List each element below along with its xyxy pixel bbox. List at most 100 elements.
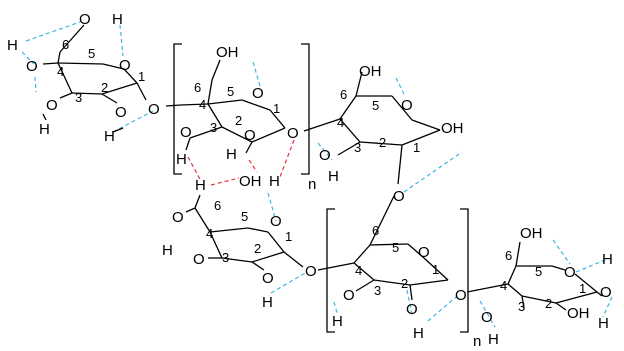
h-bond bbox=[317, 142, 333, 161]
carbon-position-4: 4 bbox=[337, 115, 344, 130]
intermolecular-hydrogen-bonds bbox=[187, 139, 295, 186]
atom-hydrogen: H bbox=[413, 325, 424, 342]
h-bond bbox=[112, 110, 154, 133]
carbon-position-4: 4 bbox=[355, 263, 362, 278]
ring-2-atoms: OH 6 5 O 4 1 3 2 O H O H O bbox=[176, 44, 299, 168]
h-bond bbox=[267, 192, 277, 222]
atom-oxygen: O bbox=[406, 301, 418, 318]
atom-oxygen: O bbox=[193, 251, 205, 268]
h-bond bbox=[333, 301, 338, 314]
atom-hydrogen: H bbox=[598, 315, 609, 332]
atom-oxygen: O bbox=[26, 58, 38, 75]
h-bond bbox=[602, 296, 613, 318]
atom-oxygen: O bbox=[46, 97, 58, 114]
ring-4-atoms: O 6 5 O 4 1 H O 3 2 O H O bbox=[162, 198, 317, 311]
atom-oxygen: O bbox=[119, 57, 131, 74]
ring-5-bonds bbox=[317, 195, 449, 301]
hydroxyl-group: OH bbox=[239, 173, 262, 190]
bridging-atoms: H OH H bbox=[195, 173, 280, 194]
atom-oxygen-glycosidic: O bbox=[148, 101, 160, 118]
carbon-position-6: 6 bbox=[214, 198, 221, 213]
carbon-position-6: 6 bbox=[62, 37, 69, 52]
atom-oxygen: O bbox=[564, 264, 576, 281]
repeat-count-bottom: n bbox=[473, 333, 481, 346]
hydroxyl-group: OH bbox=[216, 44, 239, 61]
carbon-position-4: 4 bbox=[500, 278, 507, 293]
atom-hydrogen: H bbox=[602, 251, 613, 268]
repeat-count-top: n bbox=[308, 176, 316, 193]
carbon-position-6: 6 bbox=[340, 87, 347, 102]
hydroxyl-group: OH bbox=[441, 120, 464, 137]
atom-oxygen: O bbox=[481, 309, 493, 326]
atom-hydrogen: H bbox=[104, 128, 115, 145]
carbon-position-2: 2 bbox=[254, 241, 261, 256]
carbon-position-4: 4 bbox=[206, 226, 213, 241]
atom-oxygen-glycosidic: O bbox=[305, 263, 317, 280]
atom-hydrogen: H bbox=[39, 121, 50, 138]
intramolecular-hydrogen-bonds bbox=[21, 21, 613, 328]
atom-oxygen: O bbox=[319, 147, 331, 164]
h-bond bbox=[34, 76, 37, 93]
h-bond bbox=[248, 159, 258, 173]
atom-oxygen: O bbox=[418, 244, 430, 261]
atom-oxygen-glycosidic: O bbox=[455, 287, 467, 304]
carbon-position-5: 5 bbox=[227, 84, 234, 99]
ring-6-atoms: OH 6 5 O H 4 1 O 3 2 O H OH H bbox=[481, 225, 613, 348]
carbon-position-3: 3 bbox=[374, 283, 381, 298]
carbon-position-3: 3 bbox=[75, 90, 82, 105]
carbon-position-1: 1 bbox=[138, 69, 145, 84]
atom-hydrogen: H bbox=[488, 331, 499, 346]
h-bond bbox=[25, 21, 81, 42]
carbon-position-6: 6 bbox=[194, 80, 201, 95]
carbon-position-3: 3 bbox=[518, 299, 525, 314]
h-bond bbox=[119, 24, 124, 57]
carbon-position-2: 2 bbox=[101, 80, 108, 95]
carbon-position-5: 5 bbox=[241, 209, 248, 224]
h-bond bbox=[395, 77, 406, 97]
atom-oxygen: O bbox=[401, 97, 413, 114]
atom-oxygen: O bbox=[180, 124, 192, 141]
atom-hydrogen: H bbox=[162, 242, 173, 259]
atom-hydrogen: H bbox=[112, 11, 123, 28]
atom-hydrogen: H bbox=[226, 146, 237, 163]
atom-hydrogen: H bbox=[332, 313, 343, 330]
carbon-position-3: 3 bbox=[354, 140, 361, 155]
carbon-position-2: 2 bbox=[379, 135, 386, 150]
carbon-position-5: 5 bbox=[88, 46, 95, 61]
atom-oxygen-glycosidic: O bbox=[393, 188, 405, 205]
atom-oxygen-glycosidic: O bbox=[287, 125, 299, 142]
carbon-position-5: 5 bbox=[372, 98, 379, 113]
h-bond bbox=[406, 289, 413, 316]
carbon-position-5: 5 bbox=[535, 264, 542, 279]
carbon-position-1: 1 bbox=[413, 140, 420, 155]
h-bond bbox=[552, 239, 571, 265]
ring-1-atoms: O H H O O O H O H O 6 5 4 1 3 2 bbox=[7, 11, 160, 145]
h-bond bbox=[575, 259, 606, 273]
repeat-bracket-bottom bbox=[326, 208, 469, 333]
atom-oxygen: O bbox=[270, 213, 282, 230]
atom-hydrogen: H bbox=[176, 151, 187, 168]
ring-1-bonds bbox=[42, 24, 147, 133]
atom-hydrogen: H bbox=[7, 37, 18, 54]
hydroxyl-group: OH bbox=[520, 225, 543, 242]
atom-oxygen: O bbox=[252, 85, 264, 102]
carbon-position-5: 5 bbox=[392, 240, 399, 255]
ring-3-bonds bbox=[303, 71, 441, 185]
atom-oxygen: O bbox=[262, 270, 274, 287]
h-bond bbox=[427, 296, 457, 322]
carbon-position-1: 1 bbox=[579, 281, 586, 296]
carbon-position-6: 6 bbox=[372, 223, 379, 238]
ring-2-bonds bbox=[165, 59, 286, 154]
atom-oxygen: O bbox=[79, 11, 91, 28]
h-bond bbox=[403, 151, 463, 193]
h-bond bbox=[21, 51, 35, 65]
ring-5-atoms: 6 5 O 4 1 3 2 O H O H O n bbox=[332, 223, 481, 350]
h-bond bbox=[187, 156, 202, 182]
atom-oxygen: O bbox=[600, 284, 612, 301]
h-bond bbox=[270, 271, 308, 294]
ring-3-atoms: OH 6 5 O 4 OH 1 3 2 O H O n bbox=[308, 63, 464, 205]
carbon-position-3: 3 bbox=[222, 250, 229, 265]
h-bond bbox=[479, 300, 496, 328]
